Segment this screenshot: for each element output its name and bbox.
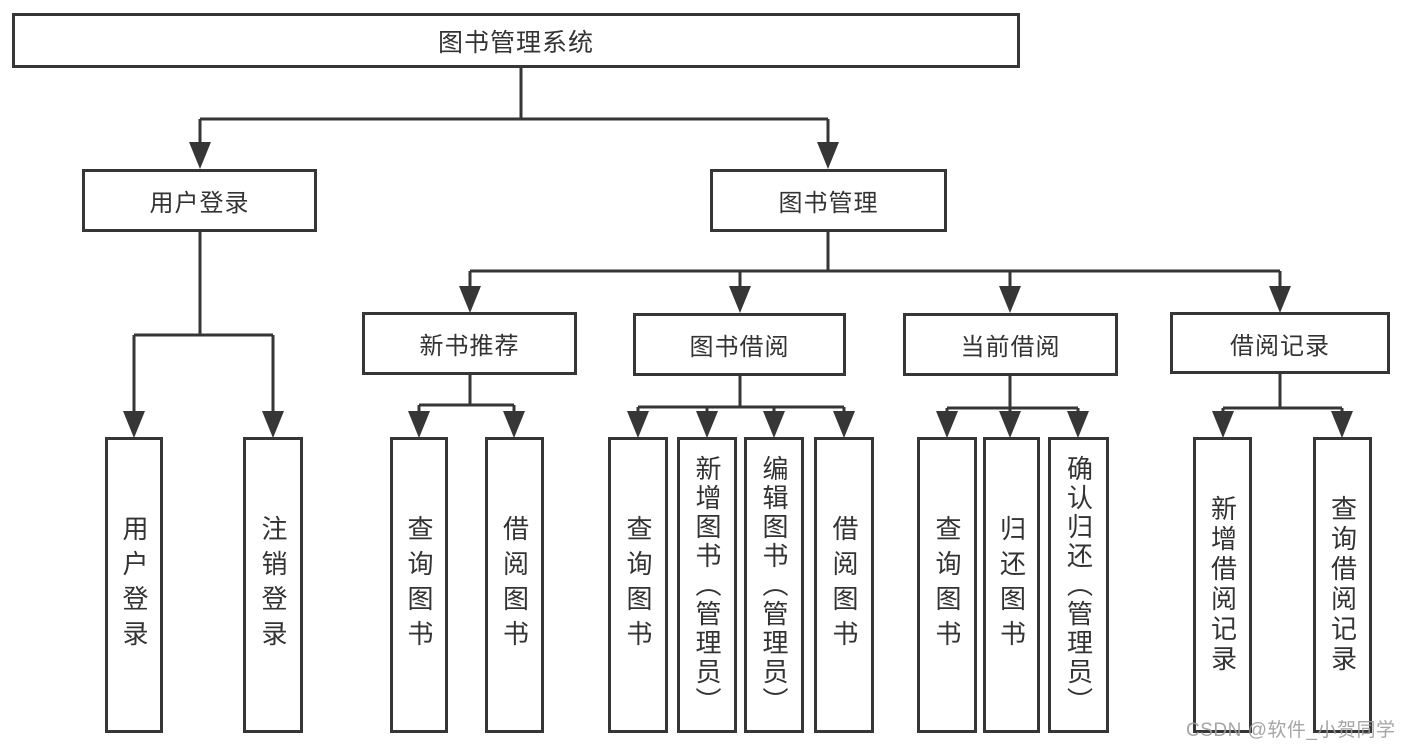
node-leaf-query-books-1: 查询图书 (390, 437, 448, 733)
node-new-book-recommend: 新书推荐 (362, 312, 577, 375)
node-leaf-add-borrow-record: 新增借阅记录 (1193, 437, 1252, 733)
node-book-borrow: 图书借阅 (633, 313, 846, 376)
node-leaf-add-book-admin: 新增图书（管理员） (677, 437, 737, 733)
node-book-management: 图书管理 (710, 169, 947, 232)
node-leaf-return-book: 归还图书 (983, 437, 1040, 733)
arrowhead-icons (123, 142, 1353, 438)
node-leaf-user-login: 用户登录 (105, 437, 163, 733)
node-leaf-edit-book-admin: 编辑图书（管理员） (744, 437, 804, 733)
node-leaf-logout: 注销登录 (243, 437, 303, 733)
csdn-watermark: CSDN @软件_小贺同学 (1186, 720, 1396, 741)
node-user-login: 用户登录 (82, 169, 317, 232)
node-leaf-query-books-2: 查询图书 (608, 437, 668, 733)
node-root-library-system: 图书管理系统 (12, 13, 1020, 68)
node-borrow-record: 借阅记录 (1170, 312, 1390, 374)
node-leaf-borrow-books-1: 借阅图书 (485, 437, 544, 733)
node-leaf-borrow-books-2: 借阅图书 (814, 437, 874, 733)
node-current-borrow: 当前借阅 (903, 313, 1118, 376)
node-leaf-confirm-return-admin: 确认归还（管理员） (1048, 437, 1109, 733)
node-leaf-query-books-3: 查询图书 (917, 437, 977, 733)
node-leaf-query-borrow-record: 查询借阅记录 (1313, 437, 1372, 733)
